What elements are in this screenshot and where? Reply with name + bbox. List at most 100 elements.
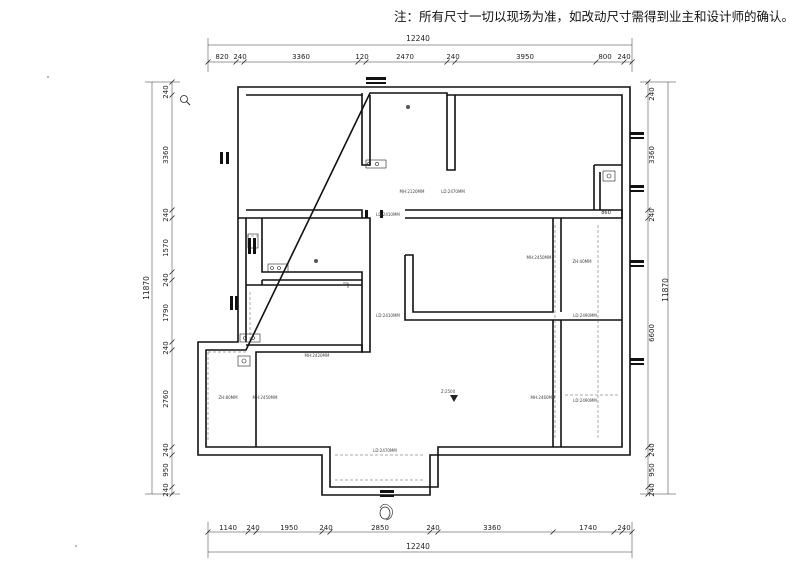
bottom-dim-6: 240 <box>426 524 439 532</box>
left-dim-7: 240 <box>162 341 170 354</box>
room-label-c: LD:2410MM <box>376 212 400 217</box>
top-dim-7: 3950 <box>516 53 534 61</box>
left-dim-9: 240 <box>162 443 170 456</box>
bottom-dim-8: 1740 <box>579 524 597 532</box>
bottom-dim-1: 1140 <box>219 524 237 532</box>
bottom-dim-7: 3360 <box>483 524 501 532</box>
room-labels: MH:2120MM LD:2470MM LD:2410MM MH:2450MM … <box>218 189 597 453</box>
room-label-a: MH:2120MM <box>400 189 425 194</box>
room-label-k: Z:2500 <box>441 389 456 394</box>
exterior-walls <box>197 86 631 496</box>
top-ticks-mark <box>363 59 369 65</box>
top-dimension-chain: 12240 820 240 3360 120 2470 240 3950 800… <box>205 34 635 72</box>
left-dimension-chain: 11870 240 3360 240 1570 240 1790 240 276… <box>142 79 180 497</box>
room-label-h: MH:2420MM <box>305 353 330 358</box>
bottom-dim-9: 240 <box>617 524 630 532</box>
stray-dot-1 <box>47 76 49 78</box>
right-total-dim: 11870 <box>661 278 670 302</box>
entrance-figure-icon <box>379 503 393 521</box>
left-dim-1: 240 <box>162 85 170 98</box>
bottom-ticks-mark <box>435 529 441 535</box>
bottom-dimension-chain: 1140 240 1950 240 2850 240 3360 1740 240… <box>205 522 635 558</box>
room-label-j: MH:2450MM <box>253 395 278 400</box>
right-dim-7: 240 <box>648 483 656 496</box>
top-dim-8: 800 <box>598 53 611 61</box>
room-label-e: ZH:40MM <box>572 259 592 264</box>
bottom-dim-2: 240 <box>246 524 259 532</box>
left-dim-10: 950 <box>162 463 170 476</box>
left-ticks-mark <box>169 452 175 458</box>
bottom-ticks-mark <box>245 529 251 535</box>
bottom-dim-4: 240 <box>319 524 332 532</box>
left-dim-8: 2760 <box>162 390 170 408</box>
room-label-g: LD:2490MM <box>573 313 597 318</box>
right-dim-1: 240 <box>648 87 656 100</box>
top-dim-9: 240 <box>617 53 630 61</box>
bottom-total-dim: 12240 <box>406 542 430 551</box>
right-ticks-mark <box>645 444 651 450</box>
top-ticks-mark <box>444 59 450 65</box>
left-ticks-mark <box>169 444 175 450</box>
bottom-ticks-mark <box>550 529 556 535</box>
left-dim-11: 240 <box>162 483 170 496</box>
left-dim-6: 1790 <box>162 304 170 322</box>
top-ticks-mark <box>205 59 211 65</box>
dashed-guides <box>207 225 618 481</box>
top-dim-1: 820 <box>215 53 228 61</box>
left-dim-2: 3360 <box>162 146 170 164</box>
left-ticks-mark <box>169 491 175 497</box>
top-ticks-mark <box>621 59 627 65</box>
dimension-note: 注：所有尺寸一切以现场为准，如改动尺寸需得到业主和设计师的确认。 <box>393 9 794 24</box>
right-dimension-chain: 240 3360 240 6600 240 950 240 11870 <box>640 79 676 497</box>
right-ticks-mark <box>645 92 651 98</box>
left-ticks-mark <box>169 347 175 353</box>
magnifier-icon <box>180 95 191 106</box>
top-ticks-mark <box>241 59 247 65</box>
right-dim-2: 3360 <box>648 146 656 164</box>
room-label-d: MH:2450MM <box>527 255 552 260</box>
right-dim-3: 240 <box>648 208 656 221</box>
top-dim-5: 2470 <box>396 53 414 61</box>
left-ticks-mark <box>169 484 175 490</box>
right-dim-5: 240 <box>648 443 656 456</box>
bottom-ticks-mark <box>319 529 325 535</box>
right-ticks-mark <box>645 207 651 213</box>
left-ticks-mark <box>169 269 175 275</box>
bottom-ticks-mark <box>205 529 211 535</box>
top-ticks-mark <box>629 59 635 65</box>
left-dim-5: 240 <box>162 273 170 286</box>
right-ticks-mark <box>645 491 651 497</box>
left-dim-3: 240 <box>162 208 170 221</box>
room-label-b: LD:2470MM <box>441 189 465 194</box>
interior-walls <box>238 95 623 447</box>
right-ticks-mark <box>645 215 651 221</box>
left-ticks-mark <box>169 215 175 221</box>
bottom-dim-3: 1950 <box>280 524 298 532</box>
top-ticks-mark <box>593 59 599 65</box>
bottom-ticks-mark <box>327 529 333 535</box>
top-ticks-mark <box>452 59 458 65</box>
room-label-n: LD:2470MM <box>373 448 397 453</box>
right-ticks-mark <box>645 452 651 458</box>
left-dim-4: 1570 <box>162 239 170 257</box>
bottom-ticks-mark <box>427 529 433 535</box>
left-ticks-mark <box>169 79 175 85</box>
room-label-m: LD:2490MM <box>573 398 597 403</box>
left-ticks-mark <box>169 339 175 345</box>
window-markers <box>220 77 644 497</box>
right-ticks-mark <box>645 484 651 490</box>
left-ticks-mark <box>169 277 175 283</box>
right-dim-4: 6600 <box>648 324 656 342</box>
top-dim-4: 120 <box>355 53 368 61</box>
top-dim-2: 240 <box>233 53 246 61</box>
closet-dim: 860 <box>601 210 611 216</box>
room-label-f: LD:2410MM <box>376 313 400 318</box>
top-dim-6: 240 <box>446 53 459 61</box>
room-label-i: ZH:80MM <box>218 395 238 400</box>
bottom-ticks-mark <box>253 529 259 535</box>
left-ticks-mark <box>169 92 175 98</box>
bottom-ticks-mark <box>611 529 617 535</box>
fixtures <box>237 105 616 402</box>
left-ticks-mark <box>169 207 175 213</box>
